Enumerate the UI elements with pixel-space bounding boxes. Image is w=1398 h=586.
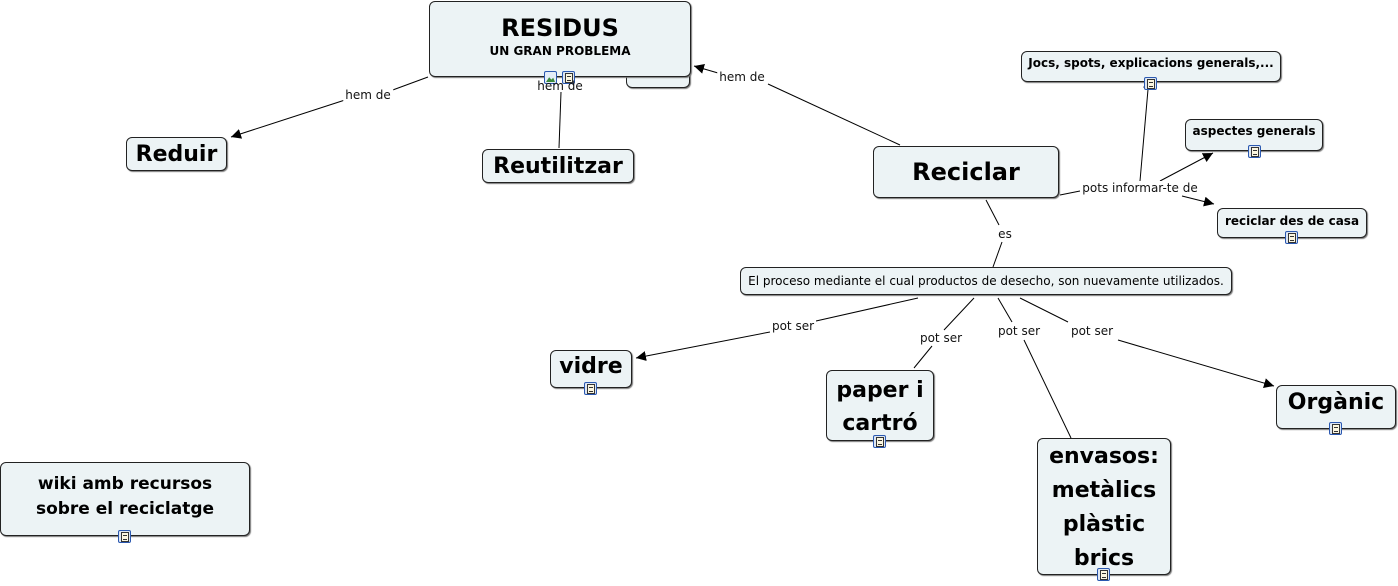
residus-title-node[interactable]: RESIDUS UN GRAN PROBLEMA — [429, 1, 691, 77]
wiki-label-line1: wiki amb recursos — [37, 474, 213, 494]
organic-node[interactable]: Orgànic — [1276, 385, 1396, 429]
link-reciclar-pots — [1059, 190, 1081, 196]
envasos-node[interactable]: envasos: metàlics plàstic brics — [1037, 438, 1171, 575]
organic-label: Orgànic — [1287, 390, 1385, 415]
link-label-pot-ser-envasos: pot ser — [995, 324, 1043, 338]
aspectes-label: aspectes generals — [1192, 124, 1316, 138]
link-label-hem-de-reduir: hem de — [343, 88, 393, 102]
link-pots-casa — [1181, 195, 1215, 207]
link-potser2-paper — [913, 345, 933, 369]
link-reciclar-hemde3 — [767, 83, 901, 146]
document-icon[interactable] — [562, 71, 575, 84]
link-potser4-organic — [1117, 339, 1275, 388]
link-def-potser2 — [943, 297, 975, 331]
page-title: RESIDUS — [501, 14, 619, 42]
document-icon[interactable] — [873, 435, 886, 448]
link-def-potser3 — [997, 297, 1013, 323]
jocs-label: Jocs, spots, explicacions generals,... — [1028, 56, 1274, 70]
definition-label: El proceso mediante el cual productos de… — [748, 274, 1224, 288]
jocs-node[interactable]: Jocs, spots, explicacions generals,... — [1021, 51, 1281, 82]
paper-label-line1: paper i — [836, 378, 924, 403]
link-potser1-vidre — [635, 331, 771, 362]
reutilitzar-label: Reutilitzar — [493, 153, 623, 179]
reduir-node[interactable]: Reduir — [126, 137, 227, 171]
definition-node[interactable]: El proceso mediante el cual productos de… — [740, 267, 1232, 295]
envasos-label-line1: envasos: — [1049, 444, 1159, 469]
document-icon[interactable] — [118, 530, 131, 543]
page-subtitle: UN GRAN PROBLEMA — [489, 44, 631, 58]
paper-node[interactable]: paper i cartró — [826, 370, 934, 441]
link-es-definicio — [992, 241, 1003, 268]
link-hemde2-reutilitzar — [558, 91, 562, 149]
image-icon[interactable] — [544, 71, 557, 84]
document-icon[interactable] — [1144, 77, 1157, 90]
link-pots-aspectes — [1159, 152, 1214, 182]
envasos-label-line3: plàstic — [1062, 512, 1146, 537]
link-label-hem-de-reciclar: hem de — [717, 70, 767, 84]
reutilitzar-node[interactable]: Reutilitzar — [482, 149, 634, 183]
vidre-label: vidre — [559, 354, 623, 379]
link-label-pot-ser-vidre: pot ser — [769, 319, 817, 333]
link-residus-hemde1 — [389, 76, 429, 92]
envasos-label-line2: metàlics — [1051, 478, 1157, 503]
des-de-casa-node[interactable]: reciclar des de casa — [1217, 208, 1367, 238]
document-icon[interactable] — [1248, 145, 1261, 158]
reduir-label: Reduir — [135, 141, 218, 167]
envasos-label-line4: brics — [1073, 546, 1135, 571]
document-icon[interactable] — [1329, 422, 1342, 435]
document-icon[interactable] — [1097, 568, 1110, 581]
link-reciclar-es — [985, 199, 1000, 226]
link-hemde1-reduir — [230, 99, 346, 139]
link-potser3-envasos — [1023, 339, 1072, 439]
link-def-potser4 — [1019, 297, 1069, 323]
wiki-label-line2: sobre el reciclatge — [35, 499, 215, 519]
des-de-casa-label: reciclar des de casa — [1224, 214, 1360, 228]
link-label-pot-ser-organic: pot ser — [1068, 324, 1116, 338]
link-label-pots-informar: pots informar-te de — [1080, 181, 1200, 195]
link-def-potser1 — [815, 297, 919, 322]
paper-label-line2: cartró — [842, 411, 918, 436]
link-label-es: es — [996, 227, 1014, 241]
link-hemde3-residus — [693, 63, 719, 74]
link-label-pot-ser-paper: pot ser — [917, 331, 965, 345]
wiki-node[interactable]: wiki amb recursos sobre el reciclatge — [0, 462, 250, 536]
document-icon[interactable] — [1285, 231, 1298, 244]
vidre-node[interactable]: vidre — [550, 350, 632, 388]
document-icon[interactable] — [584, 382, 597, 395]
link-pots-jocs — [1139, 77, 1154, 182]
reciclar-node[interactable]: Reciclar — [873, 146, 1059, 198]
link-label-hem-de-reutilitzar: hem de — [537, 79, 583, 93]
reciclar-label: Reciclar — [912, 158, 1020, 186]
